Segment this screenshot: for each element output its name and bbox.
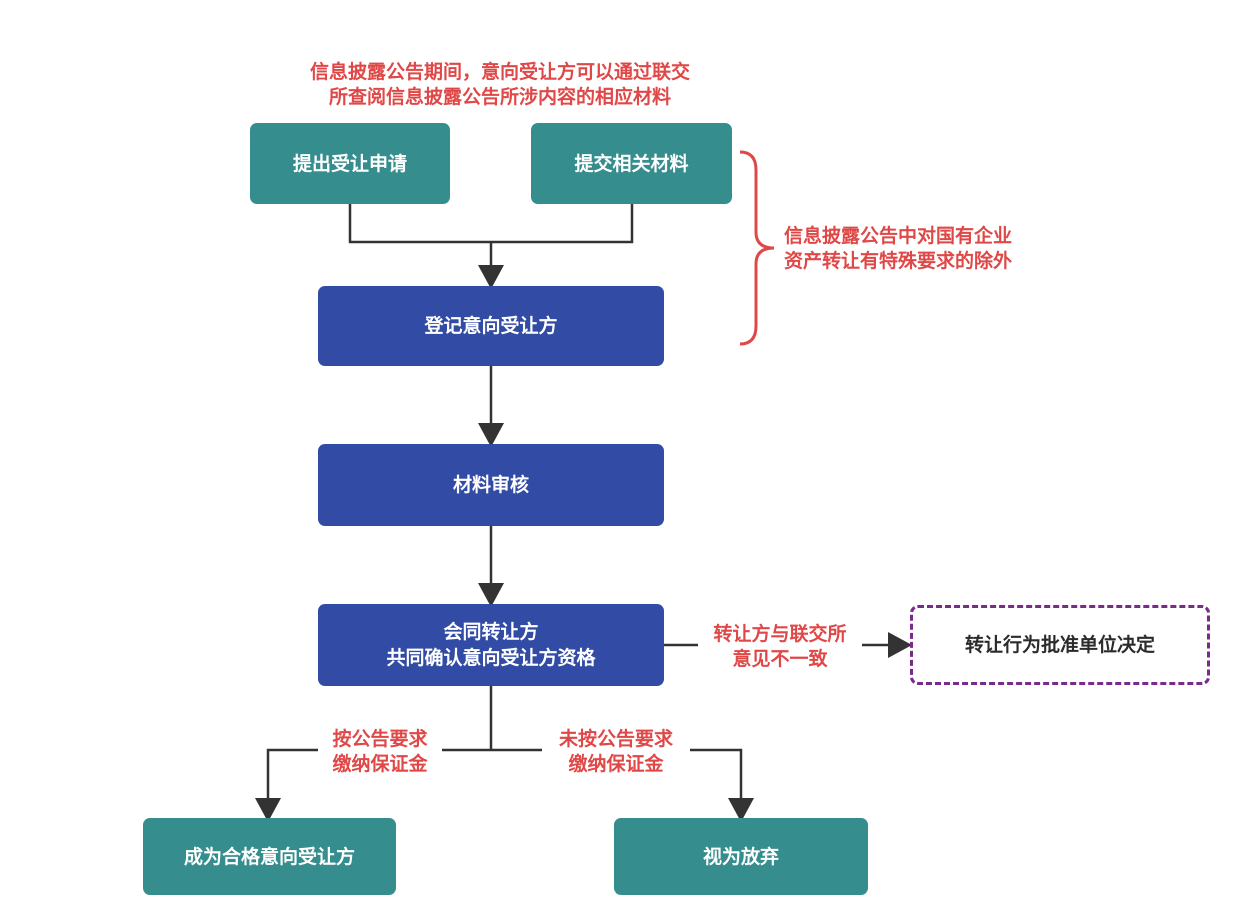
- node-approval-unit-decides: 转让行为批准单位决定: [910, 605, 1210, 685]
- disclosure-period-note: 信息披露公告期间，意向受让方可以通过联交 所查阅信息披露公告所涉内容的相应材料: [240, 60, 760, 110]
- connector-submit-application: [348, 204, 634, 244]
- node-submit-application-label: 提出受让申请: [292, 152, 407, 175]
- disclosure-period-note-line1: 信息披露公告期间，意向受让方可以通过联交: [309, 61, 690, 83]
- node-register-transferee-label: 登记意向受让方: [424, 315, 558, 337]
- node-confirm-qualification-line1: 会同转让方: [443, 621, 539, 643]
- edge-label-disagreement: 转让方与联交所 意见不一致: [698, 622, 862, 672]
- node-approval-unit-decides-label: 转让行为批准单位决定: [964, 634, 1155, 656]
- disclosure-period-note-line2: 所查阅信息披露公告所涉内容的相应材料: [328, 86, 671, 108]
- node-qualified-transferee-label: 成为合格意向受让方: [183, 845, 355, 868]
- edge-label-deposit-unpaid: 未按公告要求 缴纳保证金: [542, 727, 690, 777]
- state-asset-exception-note-line2: 资产转让有特殊要求的除外: [784, 250, 1013, 272]
- edge-label-disagreement-line1: 转让方与联交所: [713, 623, 847, 645]
- node-qualified-transferee: 成为合格意向受让方: [143, 818, 396, 895]
- edge-label-deposit-paid: 按公告要求 缴纳保证金: [318, 727, 442, 777]
- state-asset-exception-note-line1: 信息披露公告中对国有企业: [784, 225, 1013, 247]
- node-material-review: 材料审核: [318, 444, 664, 526]
- node-deemed-abandoned: 视为放弃: [614, 818, 868, 895]
- node-confirm-qualification: 会同转让方 共同确认意向受让方资格: [318, 604, 664, 686]
- node-material-review-label: 材料审核: [452, 474, 529, 496]
- node-submit-application: 提出受让申请: [250, 123, 450, 204]
- brace-icon: [739, 150, 775, 346]
- state-asset-exception-note: 信息披露公告中对国有企业 资产转让有特殊要求的除外: [784, 224, 1012, 274]
- edge-label-deposit-paid-line2: 缴纳保证金: [332, 753, 428, 775]
- node-deemed-abandoned-label: 视为放弃: [702, 845, 779, 868]
- node-submit-materials: 提交相关材料: [531, 123, 732, 204]
- node-register-transferee: 登记意向受让方: [318, 286, 664, 366]
- node-confirm-qualification-line2: 共同确认意向受让方资格: [386, 647, 596, 669]
- edge-label-deposit-unpaid-line1: 未按公告要求: [558, 728, 673, 750]
- edge-label-deposit-unpaid-line2: 缴纳保证金: [568, 753, 664, 775]
- edge-label-deposit-paid-line1: 按公告要求: [332, 728, 428, 750]
- edge-label-disagreement-line2: 意见不一致: [732, 648, 828, 670]
- node-submit-materials-label: 提交相关材料: [574, 152, 689, 175]
